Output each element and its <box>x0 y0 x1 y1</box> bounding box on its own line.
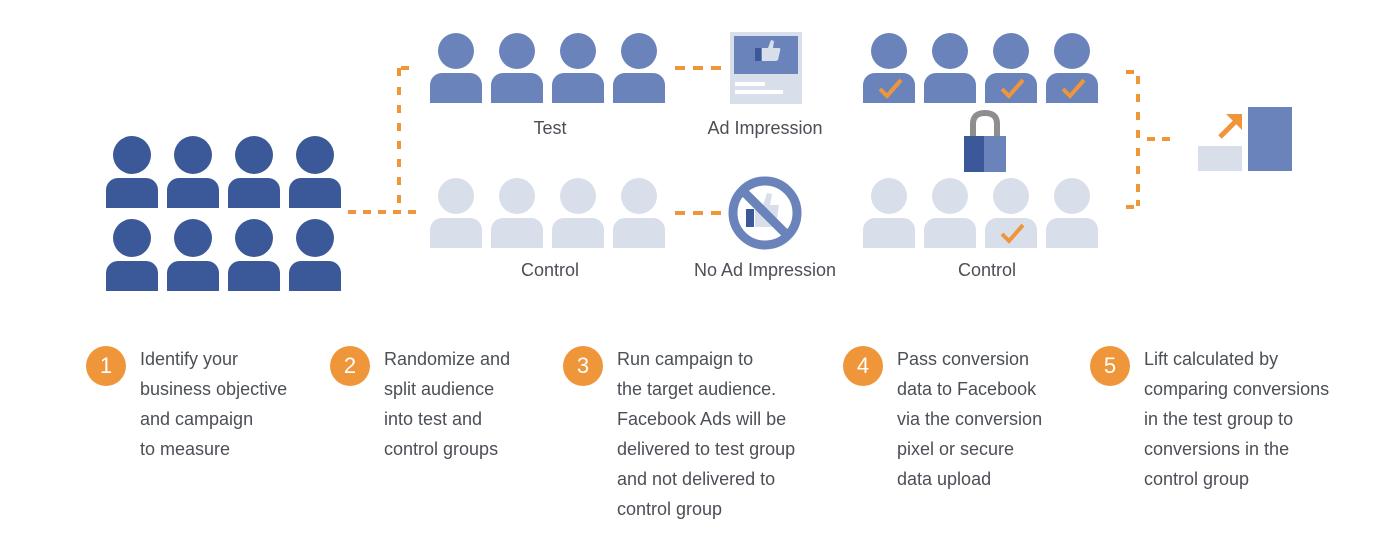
person-icon <box>430 178 482 248</box>
person-icon <box>106 219 158 291</box>
step-number-badge: 1 <box>86 346 126 386</box>
control-group-label: Control <box>520 260 580 280</box>
person-icon <box>491 178 543 248</box>
person-icon <box>985 178 1037 248</box>
step-description: Pass conversion data to Facebook via the… <box>897 349 1043 489</box>
step-number-badge: 3 <box>563 346 603 386</box>
thumbs-up-ad-icon <box>730 32 802 104</box>
person-icon <box>228 219 280 291</box>
ad-impression-label: Ad Impression <box>707 118 823 138</box>
person-icon <box>924 178 976 248</box>
no-ad-impression-label: No Ad Impression <box>693 260 837 280</box>
step-description: Lift calculated by comparing conversions… <box>1144 349 1330 489</box>
person-icon <box>613 33 665 103</box>
step-description: Randomize and split audience into test a… <box>384 349 511 459</box>
checkmark-icon <box>1000 78 1025 99</box>
person-icon <box>228 136 280 208</box>
person-icon <box>863 178 915 248</box>
lift-bar-arrow-icon <box>1196 104 1296 174</box>
person-icon <box>167 136 219 208</box>
checkmark-icon <box>1000 223 1025 244</box>
person-icon <box>552 178 604 248</box>
checkmark-icon <box>878 78 903 99</box>
person-icon <box>491 33 543 103</box>
control-group-label-right: Control <box>957 260 1017 280</box>
person-icon <box>863 33 915 103</box>
padlock-icon <box>964 109 1006 172</box>
person-icon <box>430 33 482 103</box>
person-icon <box>985 33 1037 103</box>
person-icon <box>106 136 158 208</box>
person-icon <box>289 219 341 291</box>
step-number-badge: 4 <box>843 346 883 386</box>
person-icon <box>289 136 341 208</box>
test-group-label: Test <box>533 118 567 138</box>
person-icon <box>552 33 604 103</box>
checkmark-icon <box>1061 78 1086 99</box>
step-number-badge: 5 <box>1090 346 1130 386</box>
step-description: Run campaign to the target audience. Fac… <box>617 349 796 519</box>
person-icon <box>167 219 219 291</box>
person-icon <box>1046 33 1098 103</box>
step-description: Identify your business objective and cam… <box>140 349 288 459</box>
person-icon <box>924 33 976 103</box>
prohibited-thumbs-up-icon <box>727 175 803 251</box>
person-icon <box>613 178 665 248</box>
step-number-badge: 2 <box>330 346 370 386</box>
person-icon <box>1046 178 1098 248</box>
